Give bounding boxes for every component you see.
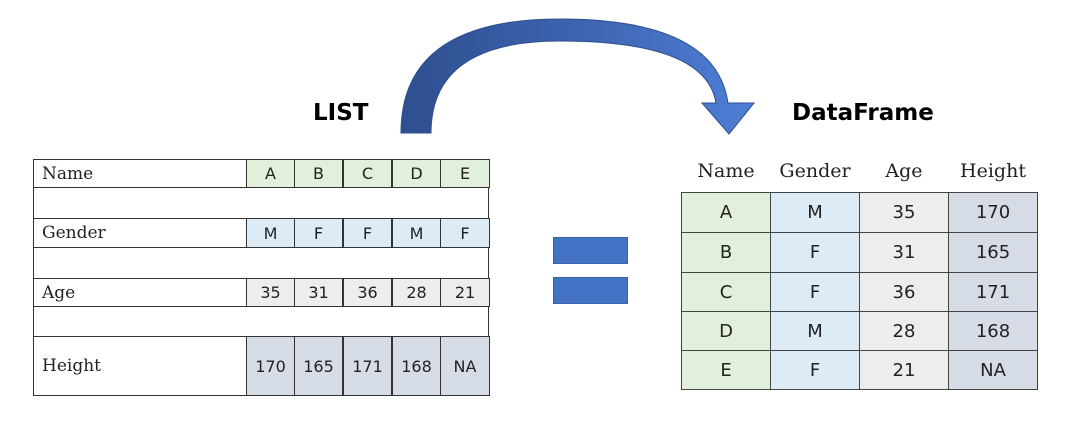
list-spacer (33, 188, 489, 218)
list-cell: 28 (392, 278, 441, 307)
df-cell: 31 (859, 232, 949, 273)
df-cell: 165 (948, 232, 1038, 273)
list-spacer (33, 248, 489, 278)
df-cell: 36 (859, 272, 949, 312)
list-cell: 31 (294, 278, 343, 307)
df-cell: C (681, 272, 771, 312)
list-cell: M (392, 218, 441, 248)
list-row-label: Name (42, 163, 94, 184)
list-spacer (33, 307, 489, 336)
df-cell: F (770, 232, 860, 273)
list-row-name: Name A B C D E (33, 159, 490, 188)
list-cell: 21 (440, 278, 490, 307)
list-cell: 170 (246, 336, 295, 396)
arrow-shape (400, 18, 756, 135)
list-row-label: Gender (42, 223, 106, 243)
list-cell: C (343, 159, 392, 188)
list-cell: F (440, 218, 490, 248)
df-cell: 21 (859, 350, 949, 390)
df-cell: M (770, 311, 860, 351)
list-cell: A (246, 159, 295, 188)
equals-bar-bottom (553, 277, 628, 304)
list-cell: E (440, 159, 490, 188)
transform-arrow (400, 18, 756, 135)
dataframe-title: DataFrame (792, 100, 934, 126)
df-cell: E (681, 350, 771, 390)
list-row-height: Height 170 165 171 168 NA (33, 336, 490, 396)
list-cell: 36 (343, 278, 392, 307)
df-cell: M (770, 192, 860, 233)
list-row-age: Age 35 31 36 28 21 (33, 278, 490, 307)
list-cell: D (392, 159, 441, 188)
df-cell: 171 (948, 272, 1038, 312)
df-column-header: Gender (779, 160, 851, 182)
list-cell: 168 (392, 336, 441, 396)
df-column-header: Height (960, 160, 1026, 182)
list-cell: F (343, 218, 392, 248)
list-title: LIST (313, 100, 369, 126)
df-cell: 35 (859, 192, 949, 233)
list-cell: 171 (343, 336, 392, 396)
df-column-header: Name (697, 160, 755, 182)
list-cell: 35 (246, 278, 295, 307)
list-cell: NA (440, 336, 490, 396)
df-cell: 170 (948, 192, 1038, 233)
df-cell: F (770, 350, 860, 390)
df-cell: 28 (859, 311, 949, 351)
list-row-label: Height (42, 356, 101, 376)
list-cell: B (294, 159, 343, 188)
df-cell: NA (948, 350, 1038, 390)
list-row-gender: Gender M F F M F (33, 218, 490, 248)
df-cell: B (681, 232, 771, 273)
df-column-header: Age (885, 160, 923, 182)
df-cell: D (681, 311, 771, 351)
df-cell: F (770, 272, 860, 312)
list-cell: M (246, 218, 295, 248)
list-cell: 165 (294, 336, 343, 396)
equals-bar-top (553, 237, 628, 264)
df-cell: A (681, 192, 771, 233)
list-cell: F (294, 218, 343, 248)
list-row-label: Age (42, 282, 76, 303)
df-cell: 168 (948, 311, 1038, 351)
